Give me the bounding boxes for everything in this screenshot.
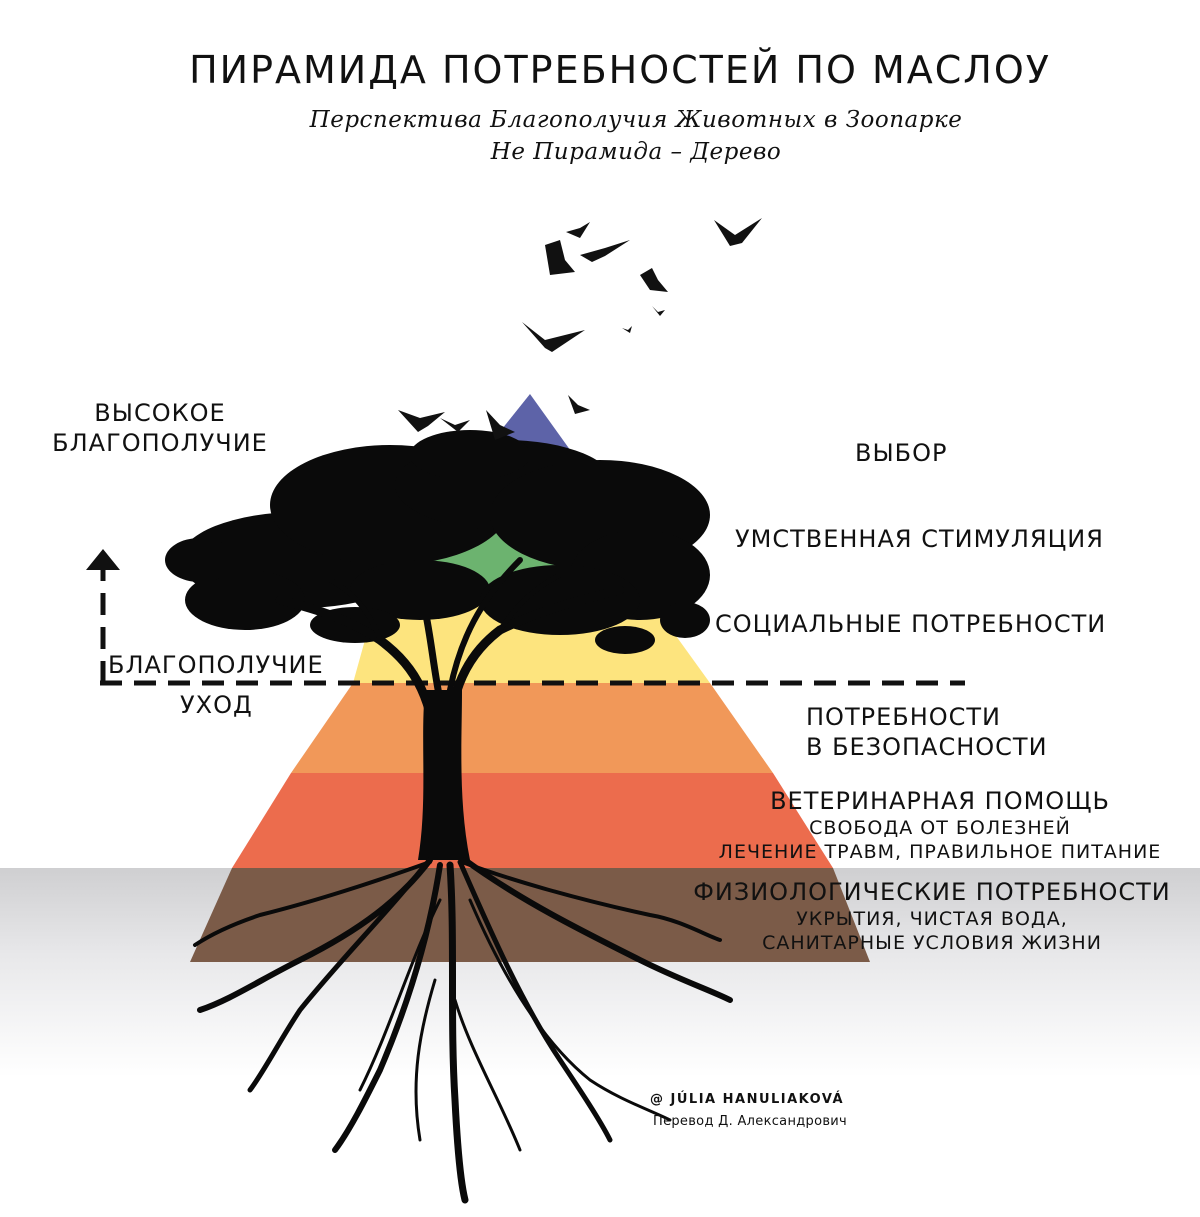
tree-icon xyxy=(165,430,733,1204)
page-title: ПИРАМИДА ПОТРЕБНОСТЕЙ ПО МАСЛОУ xyxy=(189,48,1051,92)
subtitle-line-2: Не Пирамида – Дерево xyxy=(490,139,782,165)
bird-icon xyxy=(568,395,590,414)
welfare-divider xyxy=(86,549,965,686)
bird-icon xyxy=(580,240,630,262)
high-welfare-line-2: БЛАГОПОЛУЧИЕ xyxy=(52,429,268,457)
level-veterinary-sub-2: ЛЕЧЕНИЕ ТРАВМ, ПРАВИЛЬНОЕ ПИТАНИЕ xyxy=(718,841,1162,863)
level-veterinary-title: ВЕТЕРИНАРНАЯ ПОМОЩЬ xyxy=(770,787,1110,815)
tree-trunk xyxy=(418,690,470,860)
bird-icon xyxy=(652,306,665,316)
level-physiological-label: ФИЗИОЛОГИЧЕСКИЕ ПОТРЕБНОСТИ УКРЫТИЯ, ЧИС… xyxy=(672,877,1192,955)
birds xyxy=(398,218,762,440)
level-physiological-sub-2: САНИТАРНЫЕ УСЛОВИЯ ЖИЗНИ xyxy=(762,932,1102,954)
bird-icon xyxy=(545,240,575,275)
care-label: УХОД xyxy=(180,691,253,719)
bird-icon xyxy=(522,322,585,352)
subtitle-line-1: Перспектива Благополучия Животных в Зооп… xyxy=(309,107,963,133)
level-veterinary-label: ВЕТЕРИНАРНАЯ ПОМОЩЬ СВОБОДА ОТ БОЛЕЗНЕЙ … xyxy=(700,786,1180,864)
tree-roots xyxy=(193,857,733,1204)
high-welfare-label: ВЫСОКОЕ БЛАГОПОЛУЧИЕ xyxy=(30,398,290,458)
credit-translation: Перевод Д. Александрович xyxy=(653,1114,848,1129)
high-welfare-line-1: ВЫСОКОЕ xyxy=(94,399,226,427)
credit-author: @ JÚLIA HANULIAKOVÁ xyxy=(650,1092,845,1107)
level-mental-label: УМСТВЕННАЯ СТИМУЛЯЦИЯ xyxy=(735,525,1104,553)
level-physiological-title: ФИЗИОЛОГИЧЕСКИЕ ПОТРЕБНОСТИ xyxy=(693,878,1171,906)
arrow-up-icon xyxy=(86,549,120,570)
tree-canopy xyxy=(165,430,710,654)
level-safety-line-1: ПОТРЕБНОСТИ xyxy=(806,703,1002,731)
bird-icon xyxy=(640,268,668,292)
bird-icon xyxy=(566,222,590,238)
bird-icon xyxy=(714,218,762,246)
level-safety-line-2: В БЕЗОПАСНОСТИ xyxy=(806,733,1048,761)
pyramid-level-veterinary xyxy=(232,773,833,868)
level-physiological-sub-1: УКРЫТИЯ, ЧИСТАЯ ВОДА, xyxy=(796,908,1068,930)
pyramid-level-safety xyxy=(291,683,773,773)
level-choice-label: ВЫБОР xyxy=(855,439,948,467)
page-subtitle: Перспектива Благополучия Животных в Зооп… xyxy=(0,104,1200,168)
level-safety-label: ПОТРЕБНОСТИ В БЕЗОПАСНОСТИ xyxy=(806,702,1048,762)
welfare-label: БЛАГОПОЛУЧИЕ xyxy=(108,651,324,679)
bird-icon xyxy=(398,410,445,432)
bird-icon xyxy=(486,410,515,440)
bird-icon xyxy=(440,418,470,432)
bird-icon xyxy=(622,326,632,333)
level-social-label: СОЦИАЛЬНЫЕ ПОТРЕБНОСТИ xyxy=(715,610,1107,638)
level-veterinary-sub-1: СВОБОДА ОТ БОЛЕЗНЕЙ xyxy=(809,817,1071,839)
